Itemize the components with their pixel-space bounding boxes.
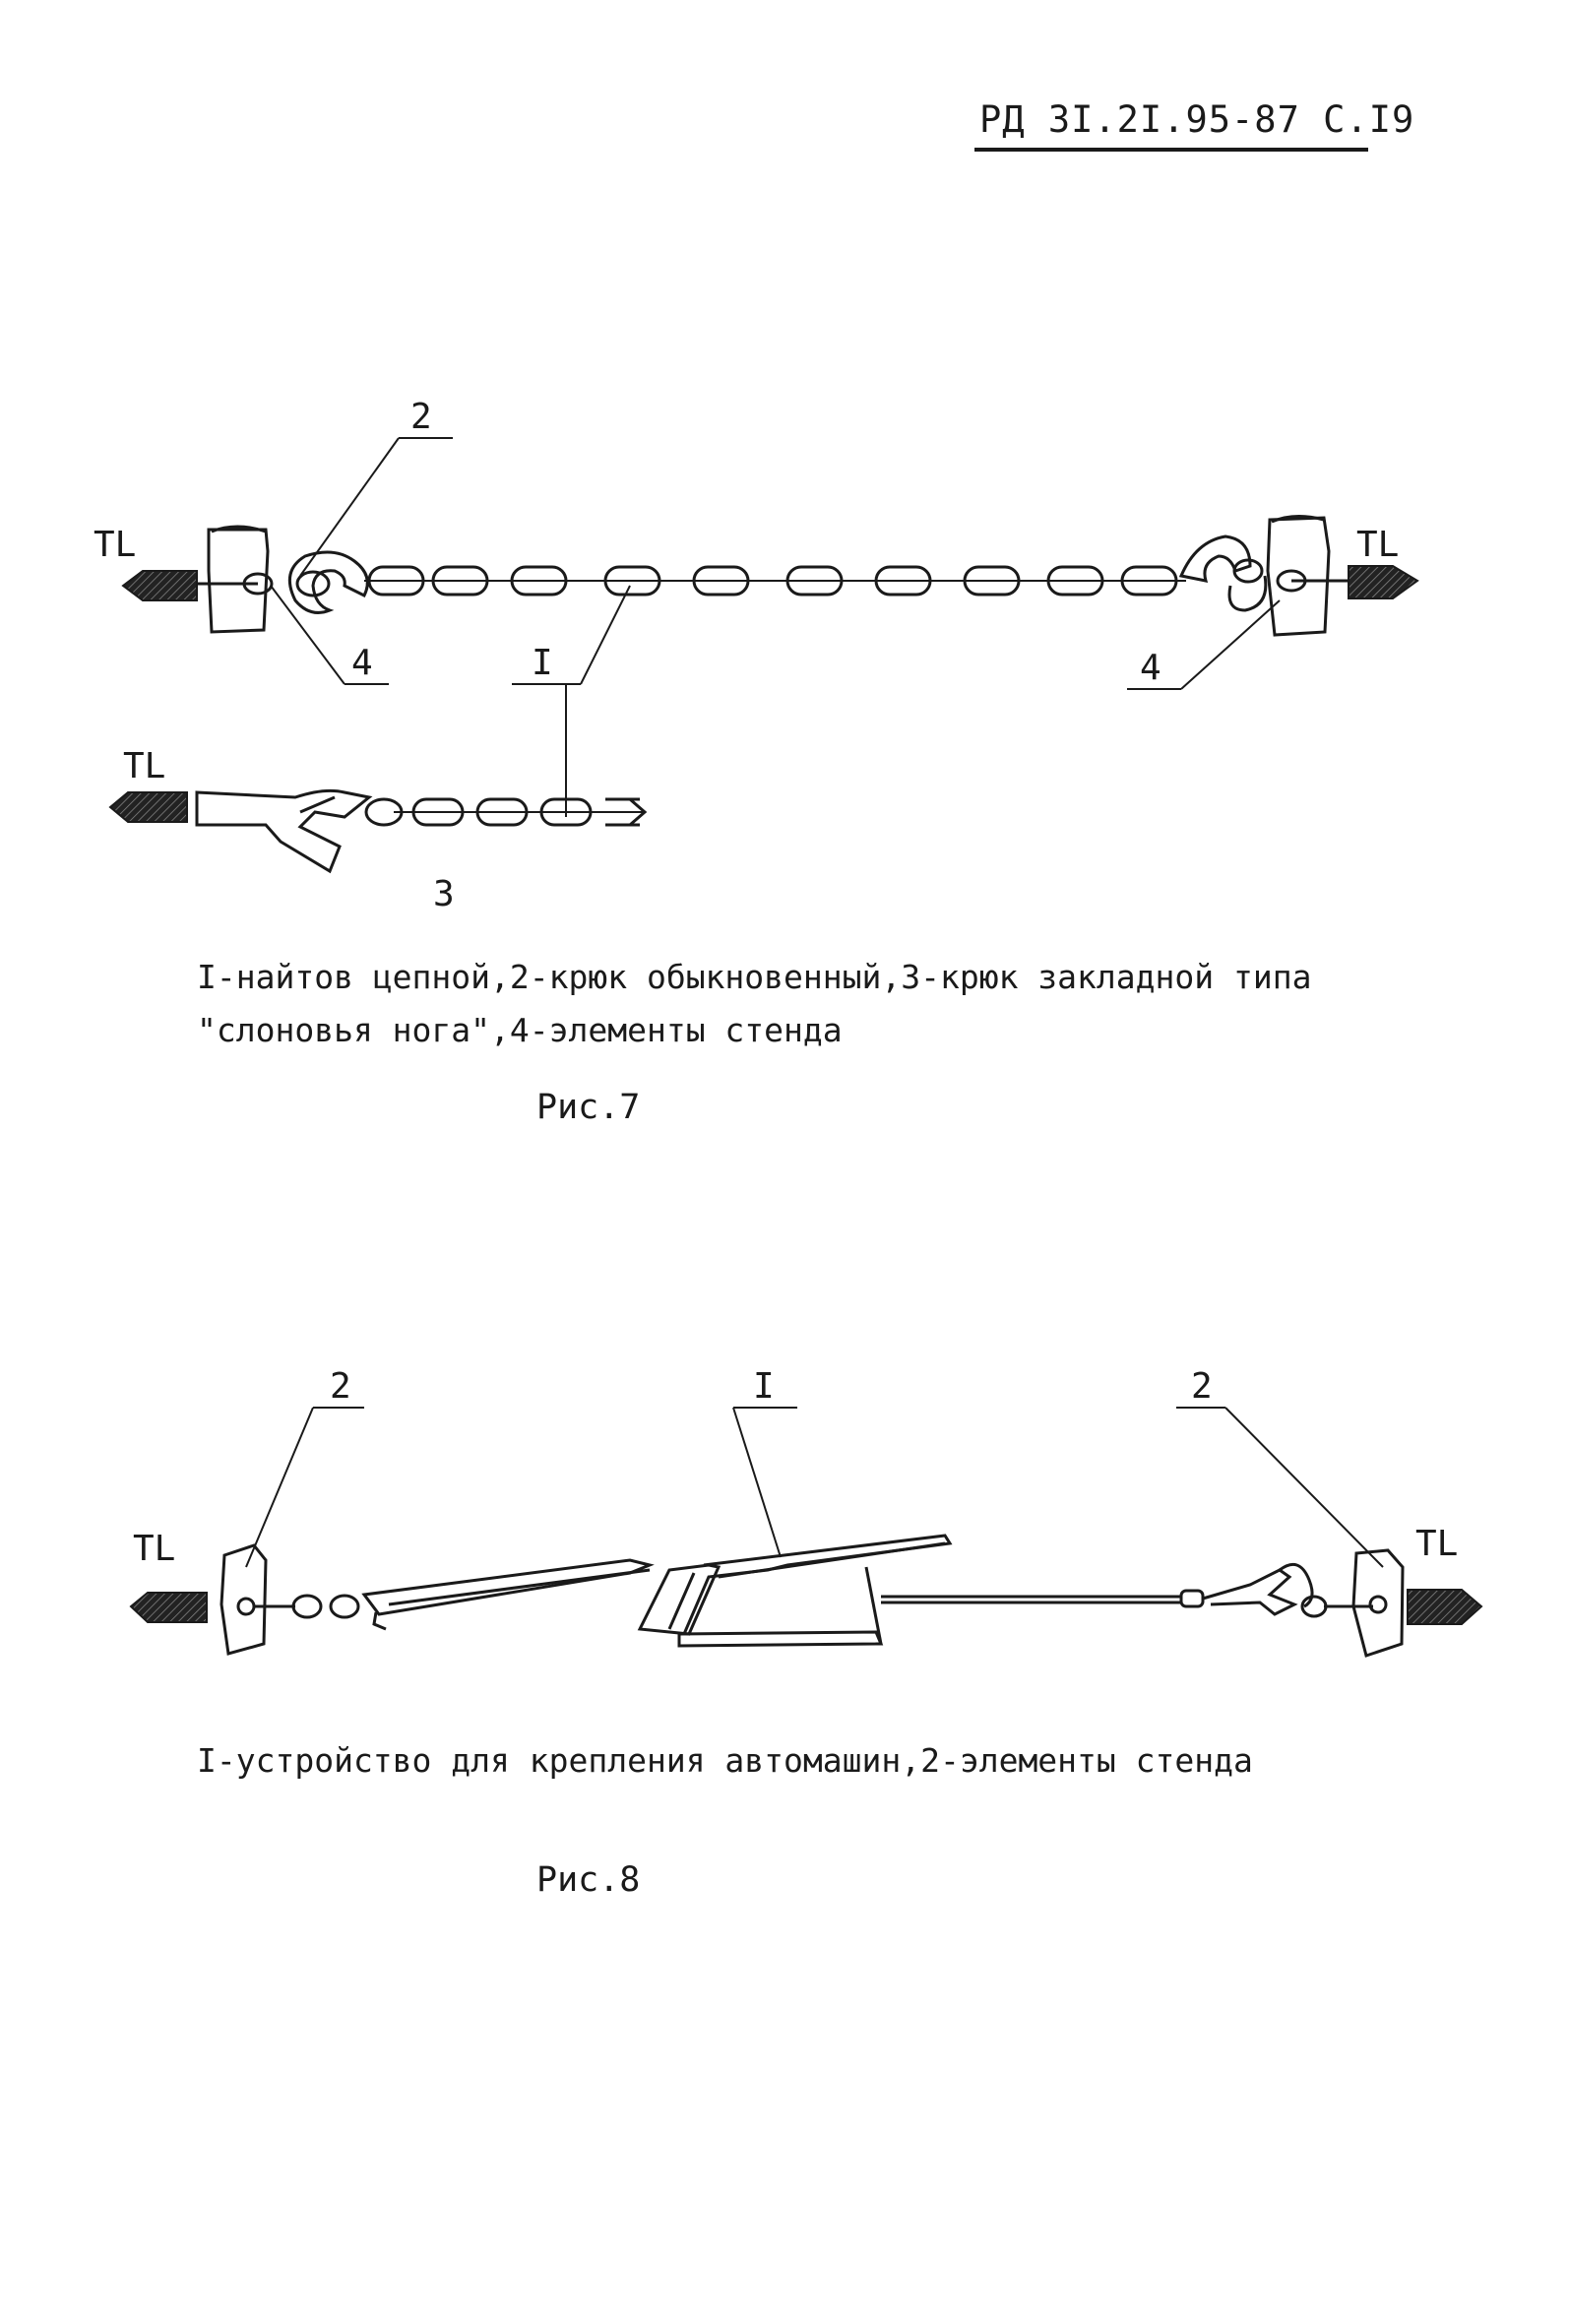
anchor-bolt-bottom: [108, 791, 188, 823]
lashing-device: [291, 1534, 1373, 1648]
anchor-bolt-right: [1348, 565, 1419, 599]
elephant-foot-hook: [195, 788, 404, 874]
figure-8-drawing: 2 I 2 TL TL: [129, 1366, 1483, 1658]
document-reference: РД 3I.2I.95-87 С.I9: [979, 98, 1415, 141]
figure-8-title: Рис.8: [536, 1860, 641, 1900]
stand-element-right: [1266, 515, 1349, 637]
label-2: 2: [410, 397, 432, 437]
anchor-bolt-left: [121, 570, 198, 601]
label-2-left-fig8: 2: [330, 1366, 351, 1407]
header-underline: [974, 148, 1368, 152]
label-tl-left: TL: [94, 525, 136, 565]
figure-7-drawing: 2 4 I 4 TL TL TL 3: [94, 397, 1419, 914]
label-2-right-fig8: 2: [1191, 1366, 1213, 1407]
stand-element-right-fig8: [1351, 1548, 1405, 1658]
stand-element-left-fig8: [220, 1543, 295, 1656]
stand-element-left: [197, 525, 274, 634]
label-4-right: 4: [1140, 648, 1161, 688]
label-tl-left-fig8: TL: [133, 1529, 175, 1569]
figure-7-caption-line-2: "слоновья нога",4-элементы стенда: [197, 1011, 843, 1049]
chain: [364, 565, 1186, 597]
hook-right: [1178, 534, 1268, 612]
label-1: I: [532, 643, 553, 683]
leader-lines: [270, 437, 1281, 817]
figure-7-caption: I-найтов цепной,2-крюк обыкновенный,3-кр…: [197, 951, 1311, 1057]
anchor-bolt-left-fig8: [129, 1592, 208, 1623]
chain-bottom: [394, 797, 648, 827]
label-tl-right: TL: [1356, 525, 1399, 565]
leader-lines-fig8: [245, 1407, 1384, 1568]
figure-8-caption: I-устройство для крепления автомашин,2-э…: [197, 1741, 1253, 1780]
label-1-fig8: I: [753, 1366, 775, 1407]
label-tl-right-fig8: TL: [1415, 1524, 1458, 1564]
figure-7-caption-line-1: I-найтов цепной,2-крюк обыкновенный,3-кр…: [197, 958, 1312, 996]
label-4-left: 4: [351, 643, 373, 683]
figure-7-title: Рис.7: [536, 1088, 641, 1127]
label-3: 3: [433, 874, 455, 914]
hook-left: [287, 550, 369, 614]
anchor-bolt-right-fig8: [1407, 1589, 1483, 1625]
label-tl-bottom: TL: [123, 746, 165, 786]
